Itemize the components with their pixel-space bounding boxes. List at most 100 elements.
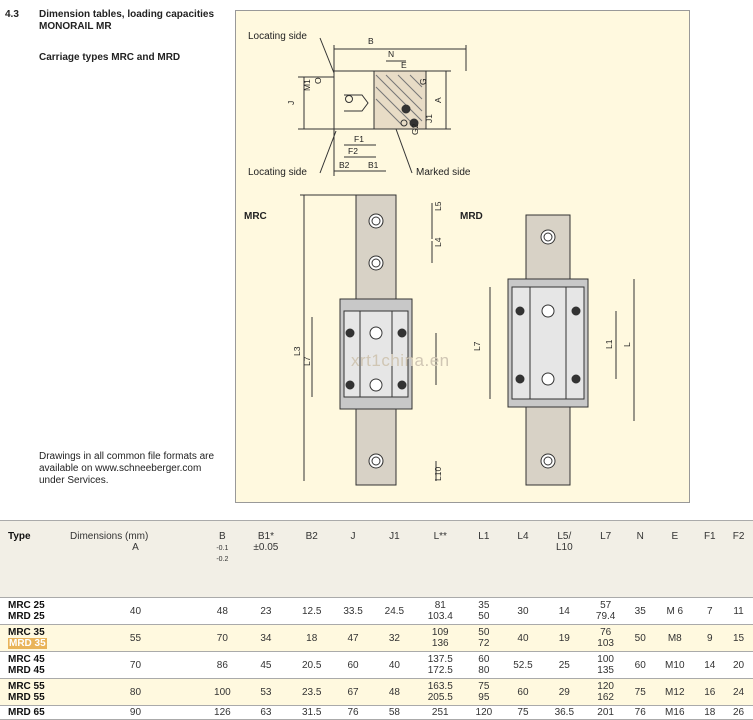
table-cell: 120 [465,705,503,720]
table-cell: 36.5 [543,705,585,720]
dims-caption: Dimensions (mm) [70,531,149,542]
table-cell: M12 [654,678,696,706]
col-b2: B2 [291,520,333,598]
col-l5: L5/L10 [543,520,585,598]
technical-drawing-panel: B N E M1 O J A G J1 G2 F1 F2 B2 B1 [235,10,690,503]
table-cell: 40 [502,624,544,652]
col-j: J [332,520,374,598]
col-l4: L4 [502,520,544,598]
svg-text:L7: L7 [302,356,312,366]
type-name: MRD 65 [8,707,45,718]
svg-text:G2: G2 [410,123,420,135]
table-cell: 86 [203,651,241,679]
table-cell: 33.5 [332,597,374,625]
svg-text:L3: L3 [292,346,302,356]
table-cell: 63 [240,705,292,720]
table-cell: 100 [203,678,241,706]
table-cell: 16 [695,678,725,706]
col-l1: L1 [465,520,503,598]
table-cell: 31.5 [291,705,333,720]
table-cell: 20 [724,651,753,679]
col-l5-label: L5/ [557,531,572,542]
b-tol-lower: -0.2 [216,556,229,563]
table-cell: 58 [373,705,416,720]
table-cell: 40 [67,597,204,625]
mrc-plan-view [300,194,437,486]
col-f1: F1 [695,520,725,598]
type-name: MRD 55 [8,692,45,703]
table-cell: 34 [240,624,292,652]
col-b-label: B [219,531,226,542]
table-cell: 24.5 [373,597,416,625]
svg-text:F2: F2 [348,146,358,156]
table-cell: 14 [695,651,725,679]
table-cell: 76 [332,705,374,720]
svg-text:B2: B2 [339,160,350,170]
col-l-label: L** [433,531,447,542]
table-cell: 53 [240,678,292,706]
table-cell: 12.5 [291,597,333,625]
table-cell: 35 [626,597,655,625]
col-a-label: A [132,542,139,553]
table-cell: M16 [654,705,696,720]
table-header-row: Type Dimensions (mm) A B-0.1-0.2 B1*±0.0… [0,520,753,598]
table-cell: 80 [67,678,204,706]
table-cell: 29 [543,678,585,706]
type-name: MRC 35 [8,627,45,638]
col-b1-label: B1* [257,531,274,542]
b-tol-upper: -0.1 [216,545,229,552]
col-e-label: E [671,531,679,542]
locating-side-label-bottom: Locating side [248,167,307,178]
table-cell: 48 [203,597,241,625]
type-name: MRD 25 [8,611,45,622]
section-number: 4.3 [5,9,19,20]
table-cell: 40 [373,651,416,679]
table-cell: 24 [724,678,753,706]
table-cell: 14 [543,597,585,625]
table-cell: 60 [332,651,374,679]
table-cell: 75 [626,678,655,706]
type-name: MRC 45 [8,654,45,665]
table-cell: 251 [415,705,466,720]
svg-text:A: A [433,97,443,103]
col-l7-label: L7 [600,531,612,542]
svg-text:B1: B1 [368,160,379,170]
table-cell: 75 [502,705,544,720]
download-note: Drawings in all common file formats are … [39,451,215,486]
table-cell: 23.5 [291,678,333,706]
svg-text:L10: L10 [433,467,443,481]
table-cell: 47 [332,624,374,652]
table-cell: 19 [543,624,585,652]
table-cell: 90 [67,705,204,720]
table-cell: 45 [240,651,292,679]
col-a: Dimensions (mm) A [67,520,204,598]
table-cell: 67 [332,678,374,706]
table-cell: 126 [203,705,241,720]
table-cell: 30 [502,597,544,625]
col-j1-label: J1 [389,531,400,542]
col-f2-label: F2 [732,531,745,542]
col-f2: F2 [724,520,753,598]
section-subtitle: Carriage types MRC and MRD [39,52,181,63]
col-l10-label: L10 [555,542,573,553]
svg-text:B: B [368,36,374,46]
marked-side-label: Marked side [416,167,471,178]
col-f1-label: F1 [703,531,716,542]
col-l7: L7 [584,520,627,598]
mrd-plan-view [489,214,635,486]
